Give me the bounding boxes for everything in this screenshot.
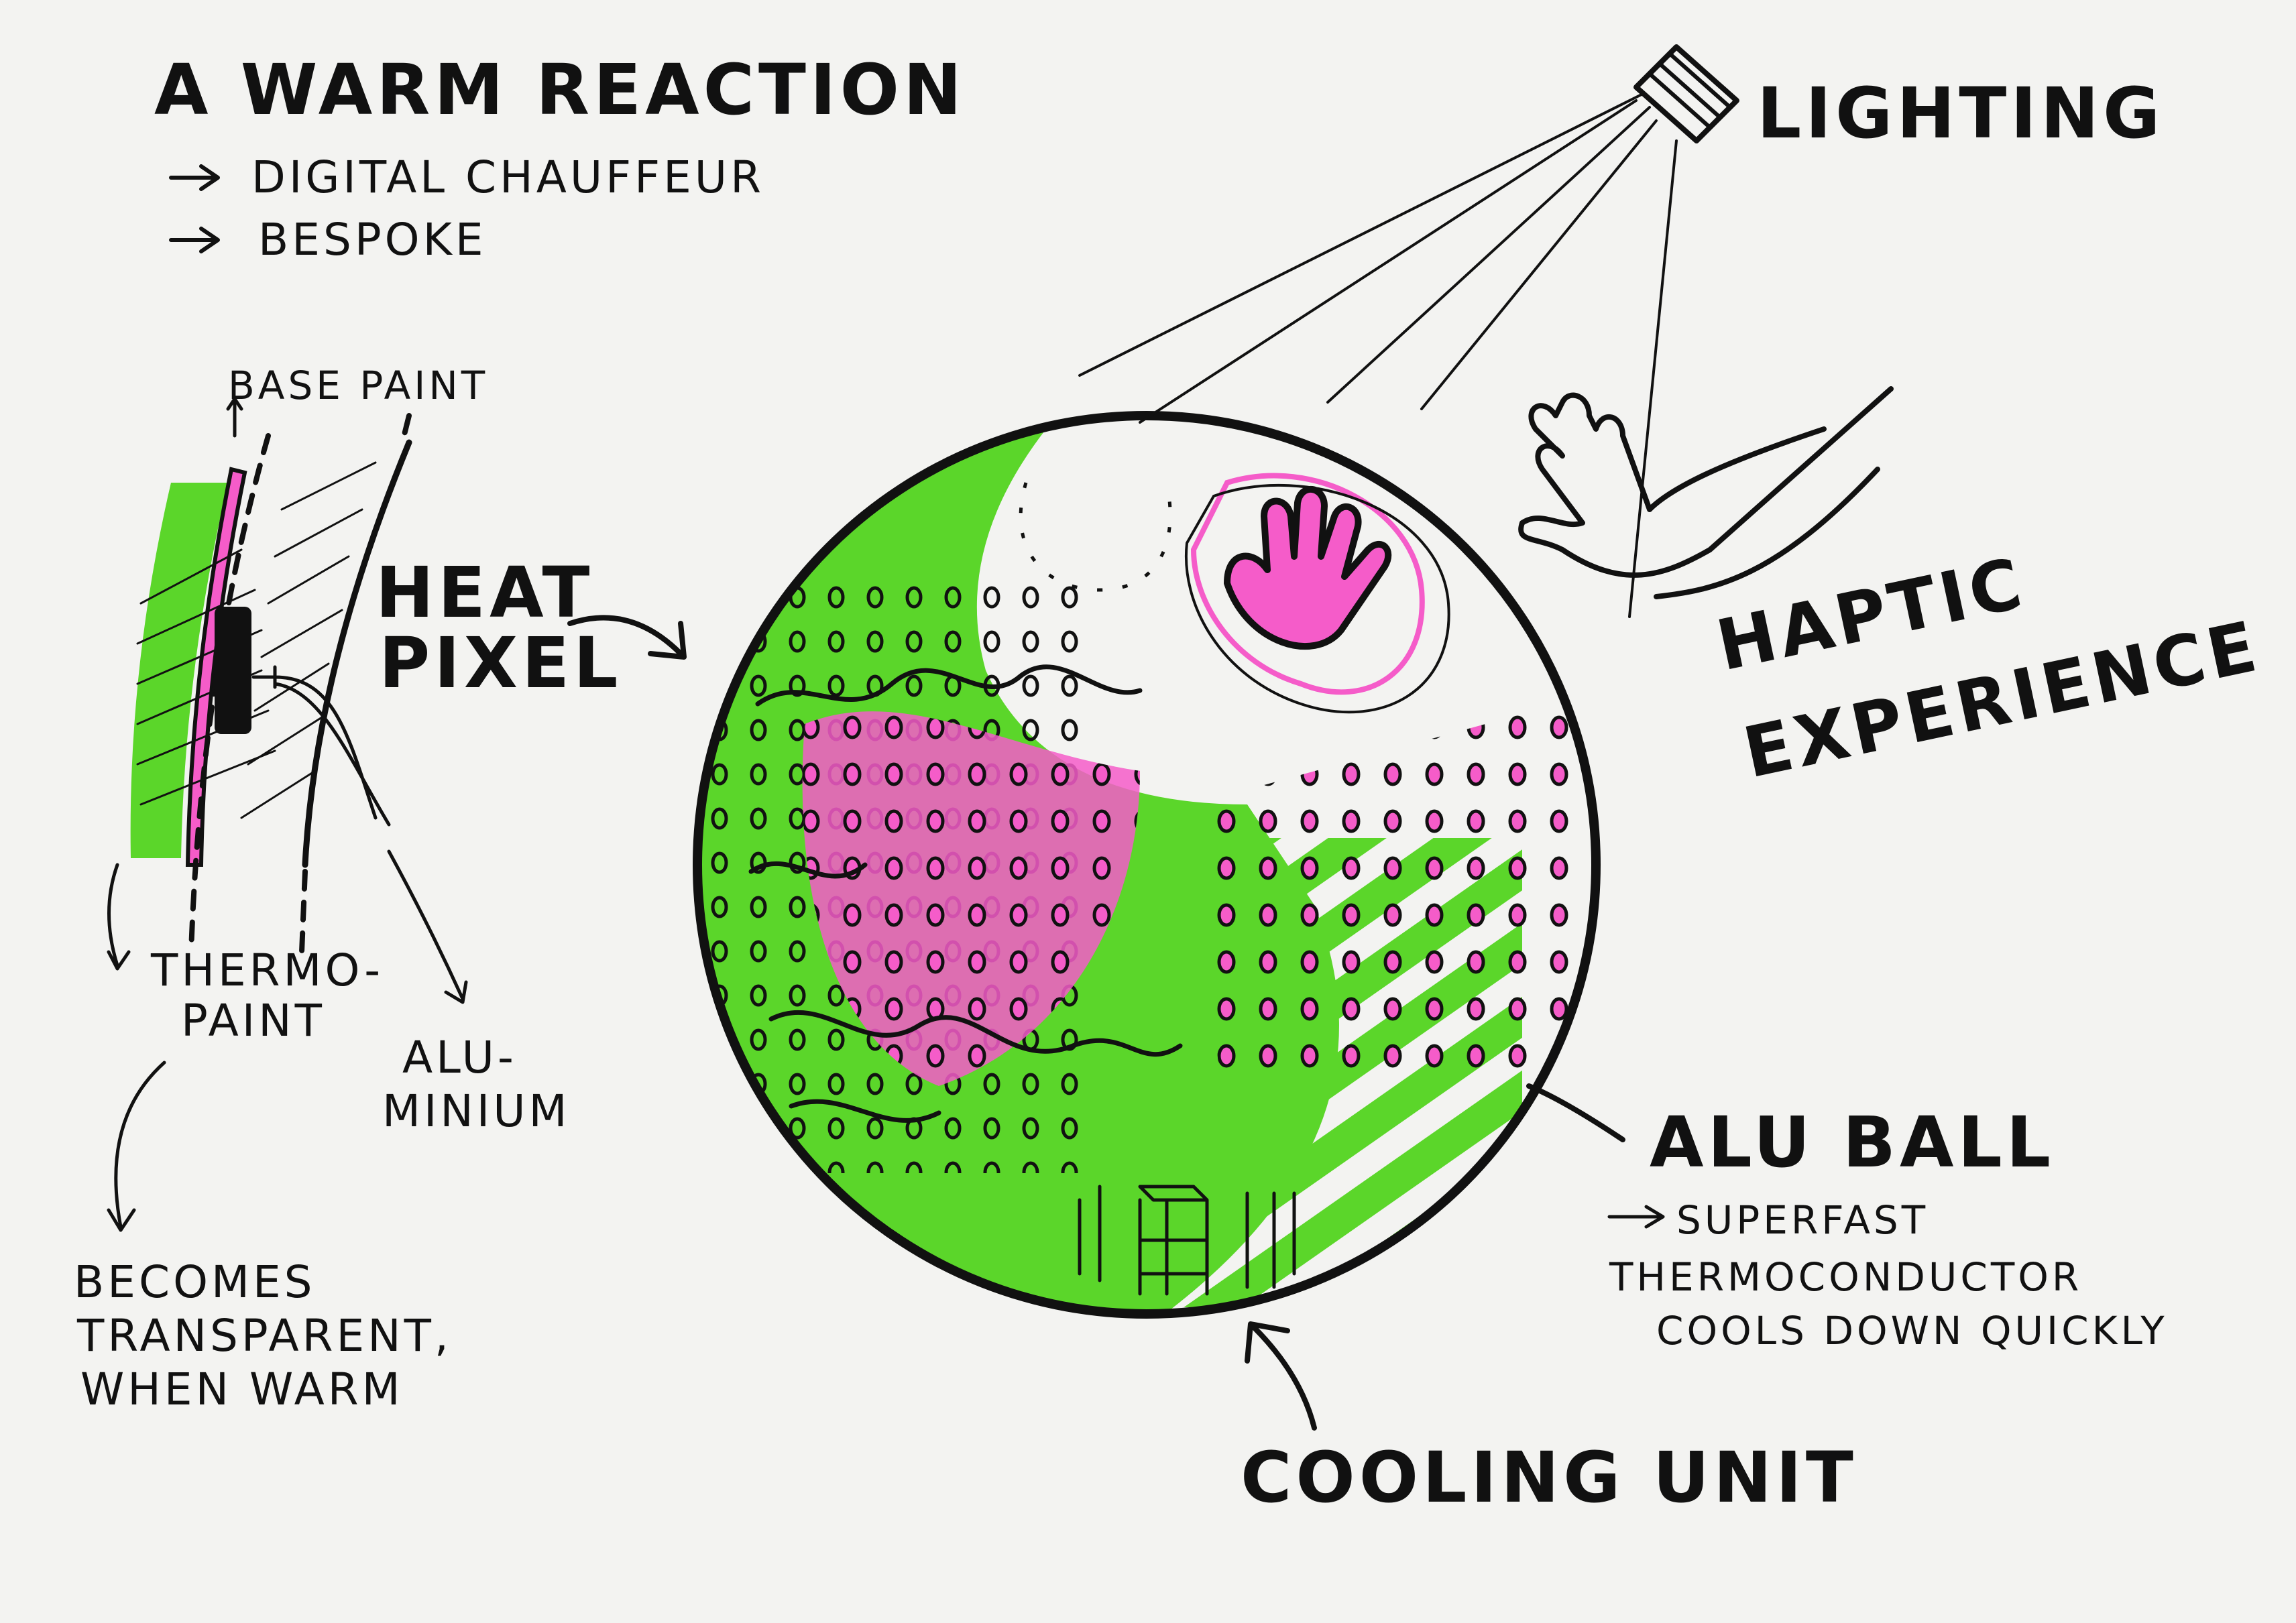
thermo-paint-label: THERMO- (150, 945, 384, 996)
hand-icon (1224, 486, 1392, 650)
arrow-icon (169, 164, 220, 191)
hand-icon (1518, 386, 1894, 599)
lighting-label: LIGHTING (1757, 72, 2164, 154)
alu-ball-outline (693, 411, 1601, 1319)
cooling-unit-label: COOLING UNIT (1241, 1437, 1857, 1518)
arrow-icon (1245, 1321, 1317, 1431)
light-beams (1078, 93, 1678, 618)
page-title: A WARM REACTION (154, 49, 966, 131)
subtitle-item-2: BESPOKE (169, 214, 487, 265)
arrow-icon (567, 615, 687, 660)
arrow-icon (107, 863, 131, 971)
arrow-icon (387, 849, 468, 1004)
arrow-icon (107, 1061, 166, 1232)
alu-ball (697, 416, 1596, 1314)
heat-pixel-label: HEAT (376, 552, 593, 634)
lamp-icon (1633, 44, 1739, 143)
svg-text:TRANSPARENT,: TRANSPARENT, (76, 1310, 452, 1362)
base-paint-label: BASE PAINT (228, 363, 488, 408)
alu-ball-note-2: THERMOCONDUCTOR (1609, 1254, 2082, 1300)
svg-text:PAINT: PAINT (181, 995, 325, 1046)
subtitle-item-1: DIGITAL CHAUFFEUR (169, 152, 764, 203)
arrow-icon (169, 227, 220, 253)
svg-text:PIXEL: PIXEL (379, 622, 622, 704)
svg-text:MINIUM: MINIUM (382, 1085, 571, 1137)
alu-ball-label: ALU BALL (1650, 1101, 2055, 1183)
layer-cross-section (130, 397, 412, 955)
svg-text:WHEN WARM: WHEN WARM (80, 1364, 404, 1415)
alu-ball-note-3: COOLS DOWN QUICKLY (1656, 1308, 2168, 1354)
alu-ball-note-1: SUPERFAST (1676, 1197, 1929, 1243)
svg-text:BESPOKE: BESPOKE (258, 214, 487, 265)
svg-text:DIGITAL CHAUFFEUR: DIGITAL CHAUFFEUR (251, 152, 764, 203)
arrow-icon (1607, 1205, 1665, 1229)
transparency-note: BECOMES (74, 1256, 316, 1308)
aluminium-label: ALU- (402, 1032, 517, 1083)
cooling-unit-icon (1078, 1185, 1296, 1296)
